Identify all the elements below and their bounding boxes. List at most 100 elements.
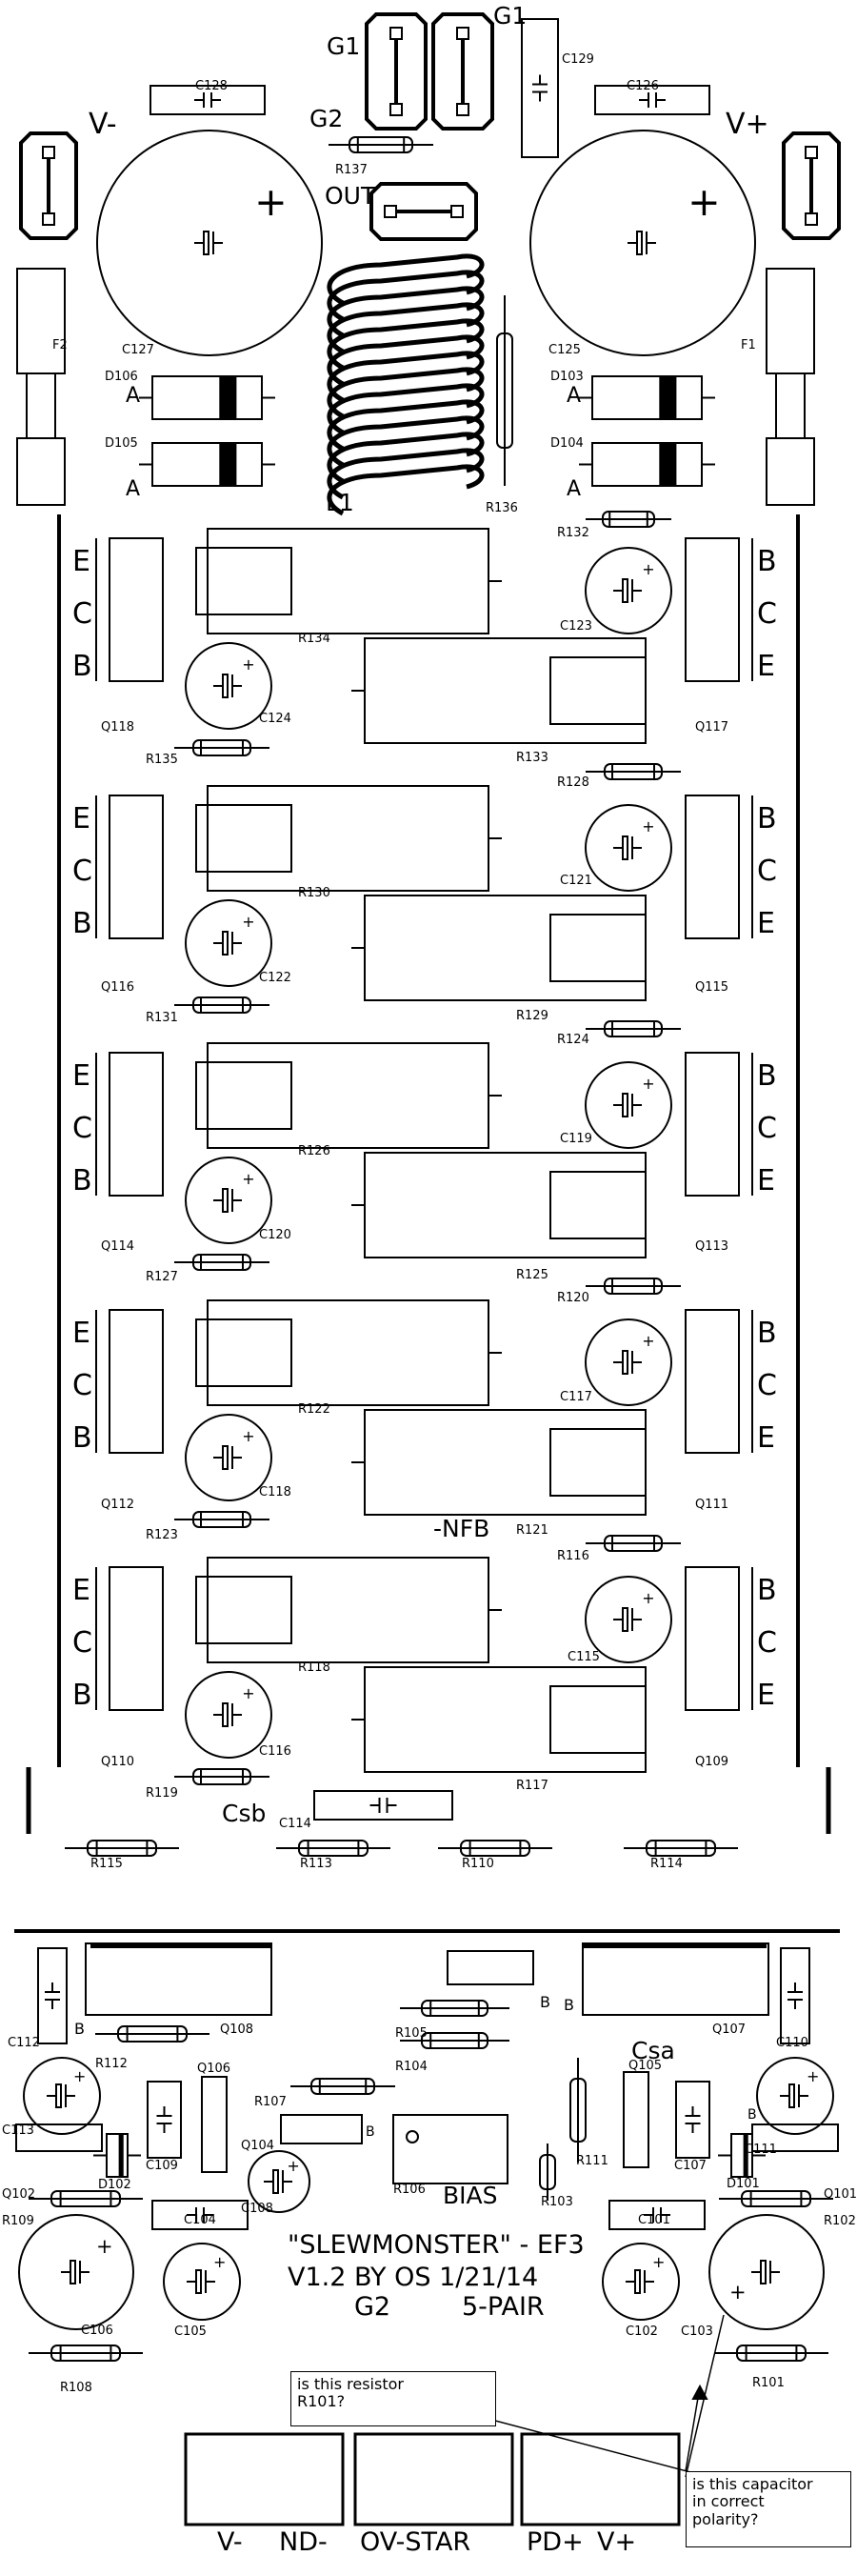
ref-c124: C124 [259,712,291,726]
resistor-r121-core [549,1428,647,1497]
pad-v-minus-hole [42,146,55,159]
ref-c110: C110 [776,2036,808,2050]
inductor-l1-turn [327,270,485,322]
inductor-l1-turn [327,399,485,452]
ref-q115: Q115 [695,980,729,995]
inductor-l1-turn [327,302,485,354]
ref-c102: C102 [626,2324,658,2339]
label-l1: L1 [326,489,354,516]
ref-r110: R110 [462,1857,494,1871]
ref-f2: F2 [52,338,68,352]
pad-v-minus [19,131,78,240]
transistor-q118 [109,537,164,682]
diode-d104-anode: A [567,477,582,501]
diode-d106-band [219,375,237,420]
cap-c111-plus: + [807,2067,820,2085]
ref-r118: R118 [298,1660,330,1675]
cap-c115-plus: + [642,1588,655,1607]
pin-q116-c: C [72,855,92,888]
resistor-r122-core [195,1318,292,1387]
resistor-r131 [192,996,251,1014]
ref-r126: R126 [298,1144,330,1158]
transistor-q117 [685,537,740,682]
connector-label-ov-star: OV-STAR [360,2527,471,2557]
ref-q106: Q106 [197,2062,231,2076]
inductor-l1-turn [327,286,485,338]
cap-c102-plate [634,2269,641,2294]
ref-c129: C129 [562,52,594,67]
trimmer-r106-hole [406,2130,419,2143]
ref-q118: Q118 [101,720,135,735]
resistor-r136 [496,332,513,449]
pin-q109-c: C [757,1626,777,1660]
ref-r111: R111 [576,2154,608,2168]
ref-q104: Q104 [241,2139,275,2153]
ref-q112: Q112 [101,1498,135,1512]
transistor-q101 [751,2123,839,2152]
ref-q101: Q101 [824,2187,857,2202]
ref-r124: R124 [557,1033,589,1047]
ref-c118: C118 [259,1485,291,1499]
ref-c123: C123 [560,619,592,634]
cap-c116-plate [222,1702,229,1727]
cap-c122-plate [222,931,229,956]
ref-r127: R127 [146,1270,178,1284]
resistor-r120 [604,1278,663,1295]
pin-q117-c: C [757,597,777,631]
cap-c108-plate [272,2169,279,2194]
resistor-r125 [364,1152,647,1258]
cap-c102 [602,2243,680,2321]
ref-c117: C117 [560,1390,592,1404]
ref-q109: Q109 [695,1755,729,1769]
note-capacitor-arrow-2 [685,2314,725,2478]
cap-c117 [585,1318,672,1406]
pad-g1-a-hole [389,27,403,40]
pin-q116-e: E [72,802,90,835]
ref-c126: C126 [627,79,659,93]
pad-g1-a [365,12,428,131]
inductor-l1-turn [327,351,485,403]
pin-q111-e: E [757,1421,775,1455]
ref-c121: C121 [560,874,592,888]
ref-c105: C105 [174,2324,207,2339]
resistor-r124 [604,1020,663,1037]
cap-c119-plus: + [642,1074,655,1093]
pin-q109-b: B [757,1574,777,1607]
ref-r129: R129 [516,1009,548,1023]
cap-c105 [163,2243,241,2321]
ref-d104: D104 [550,436,584,451]
cap-c113-plus: + [73,2067,87,2085]
ref-r130: R130 [298,886,330,900]
ref-r122: R122 [298,1402,330,1417]
base-marker-q101: B [747,2107,757,2123]
ref-c119: C119 [560,1132,592,1146]
cap-c113-plate [55,2083,62,2108]
pin-q117-b: B [757,545,777,578]
cap-c103-plus: + [729,2281,747,2304]
resistor-r127 [192,1254,251,1271]
resistor-r129 [364,895,647,1001]
cap-c124-plate [222,674,229,698]
resistor-r126 [207,1042,489,1149]
transistor-q109 [685,1566,740,1711]
diode-d104-band [659,442,677,487]
pin-q115-c: C [757,855,777,888]
transistor-q106 [201,2076,228,2173]
label-g1-right: G1 [493,2,528,30]
transistor-q111 [685,1309,740,1454]
pin-q110-e: E [72,1574,90,1607]
transistor-q114 [109,1052,164,1197]
transistor-q113 [685,1052,740,1197]
ref-r107: R107 [254,2095,287,2109]
ref-r120: R120 [557,1291,589,1305]
pin-q115-e: E [757,907,775,940]
ref-c109: C109 [146,2159,178,2173]
ref-r133: R133 [516,751,548,765]
pad-out [369,182,478,241]
transistor-q110 [109,1566,164,1711]
ref-q102: Q102 [2,2187,36,2202]
cap-c111 [756,2057,834,2135]
inductor-l1-turn [327,383,485,435]
cap-c112 [37,1947,68,2044]
cap-c123-plate [622,578,628,603]
